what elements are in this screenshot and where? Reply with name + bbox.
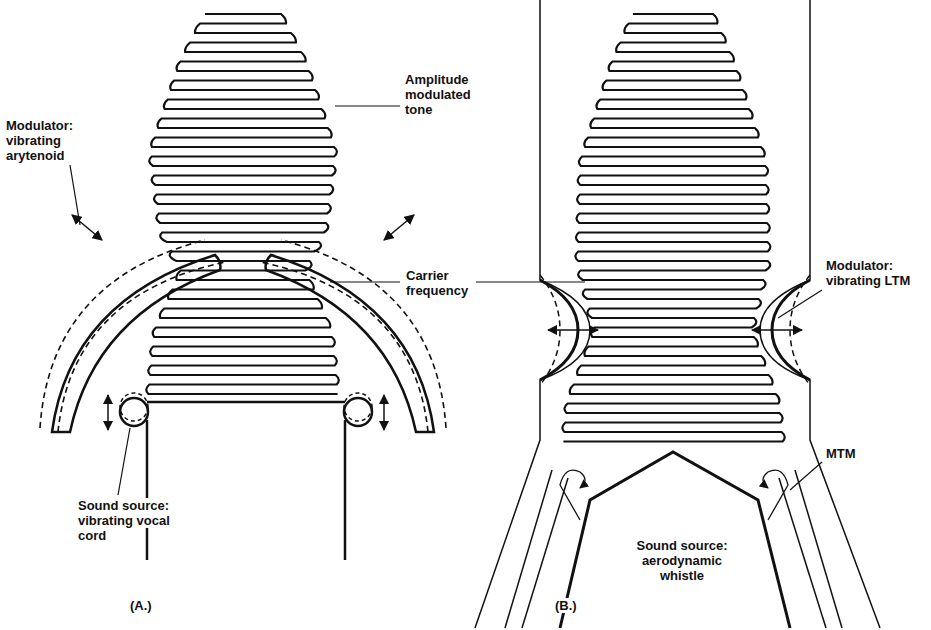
panel-letter: (B.) (555, 598, 615, 613)
part-label: Amplitude modulated tone (405, 72, 500, 117)
part-label: Carrier frequency (406, 268, 474, 298)
tone-wave (146, 14, 338, 394)
syrinx-figure (475, 0, 880, 628)
label-text: Sound source: aerodynamic whistle (636, 538, 727, 583)
part-label: Sound source: aerodynamic whistle (632, 538, 732, 583)
label-text: Modulator: vibrating LTM (826, 258, 910, 288)
tone-wave (562, 14, 784, 442)
leader-lines (70, 106, 822, 495)
part-label: MTM (826, 446, 886, 461)
part-label: Modulator: vibrating arytenoid (6, 118, 86, 163)
tone-waves (146, 14, 784, 442)
label-text: Amplitude modulated tone (405, 72, 471, 117)
part-label: Sound source: vibrating vocal cord (78, 498, 178, 543)
label-text: Sound source: vibrating vocal cord (78, 498, 170, 543)
label-text: Carrier frequency (406, 268, 468, 298)
label-text: (A.) (130, 598, 152, 613)
panel-letter: (A.) (130, 598, 190, 613)
larynx-figure (40, 215, 446, 560)
label-text: MTM (826, 446, 856, 461)
label-text: (B.) (555, 598, 577, 613)
part-label: Modulator: vibrating LTM (826, 258, 926, 288)
label-text: Modulator: vibrating arytenoid (6, 118, 73, 163)
